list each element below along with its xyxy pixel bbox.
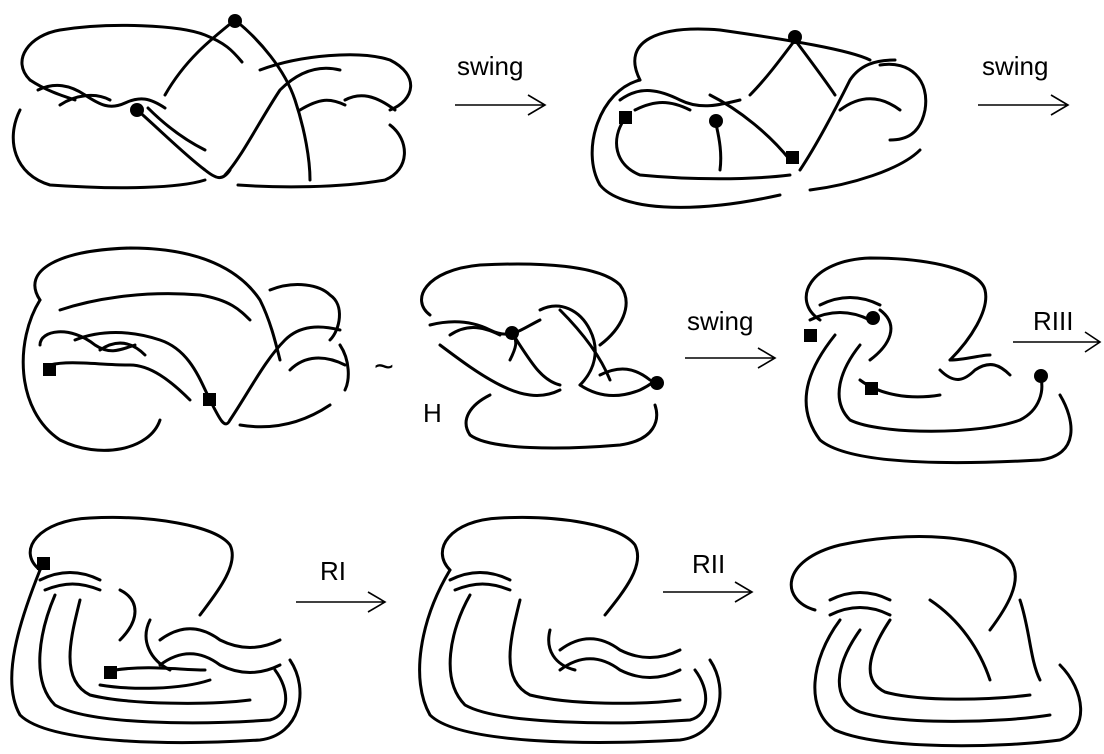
square-marker-icon xyxy=(104,666,117,679)
knot-diagram-4: H xyxy=(420,262,664,450)
ri-arrow: RI xyxy=(296,556,387,613)
equivalence-tilde: ~ xyxy=(374,348,394,386)
arrow-label: RI xyxy=(320,556,346,586)
knot-diagram-3 xyxy=(21,246,350,452)
arrow-label: swing xyxy=(457,51,523,81)
square-marker-icon xyxy=(619,111,632,124)
knot-diagram-2 xyxy=(590,27,928,209)
knot-diagram-6 xyxy=(10,516,302,744)
arrow-label: RIII xyxy=(1033,306,1073,336)
square-marker-icon xyxy=(43,363,56,376)
square-marker-icon xyxy=(804,329,817,342)
dot-marker-icon xyxy=(788,30,802,44)
knot-diagram-1 xyxy=(11,14,413,190)
dot-marker-icon xyxy=(866,311,880,325)
dot-marker-icon xyxy=(505,326,519,340)
arrow-label: swing xyxy=(687,306,753,336)
arrow-label: RII xyxy=(692,549,725,579)
riii-arrow: RIII xyxy=(1013,306,1102,353)
swing-arrow-1: swing xyxy=(455,51,547,116)
knot-diagram-8 xyxy=(789,535,1083,748)
dot-marker-icon xyxy=(228,14,242,28)
square-marker-icon xyxy=(865,382,878,395)
dot-marker-icon xyxy=(1034,369,1048,383)
square-marker-icon xyxy=(37,557,50,570)
square-marker-icon xyxy=(786,151,799,164)
dot-marker-icon xyxy=(650,376,664,390)
swing-arrow-3: swing xyxy=(685,306,777,369)
knot-label-h: H xyxy=(423,398,442,428)
dot-marker-icon xyxy=(709,114,723,128)
rii-arrow: RII xyxy=(663,549,754,603)
swing-arrow-2: swing xyxy=(978,51,1070,116)
arrow-label: swing xyxy=(982,51,1048,81)
knot-diagram-7 xyxy=(418,516,722,744)
dot-marker-icon xyxy=(130,103,144,117)
knot-diagram-5 xyxy=(804,256,1073,465)
square-marker-icon xyxy=(203,393,216,406)
